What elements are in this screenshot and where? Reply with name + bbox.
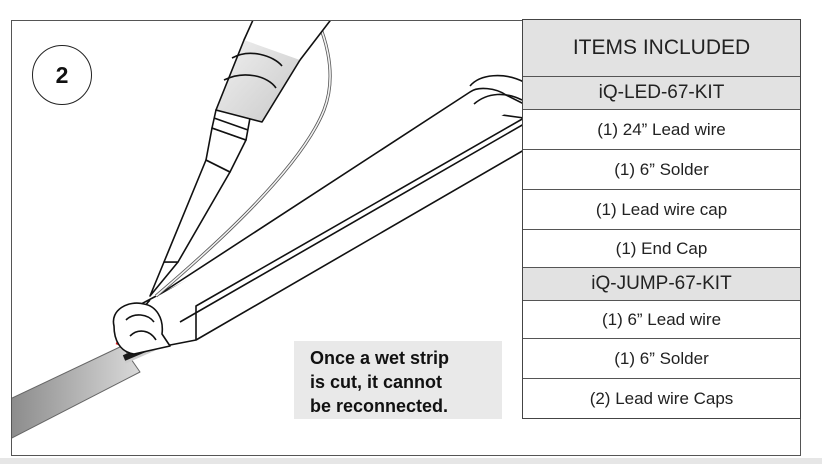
table-row: (1) 6” Lead wire — [523, 300, 800, 338]
soldering-iron — [149, 21, 331, 297]
lead-wire-cable — [12, 345, 141, 439]
table-row: (1) 6” Solder — [523, 338, 800, 378]
table-row: (1) End Cap — [523, 229, 800, 267]
strip-end — [112, 302, 171, 355]
table-title: ITEMS INCLUDED — [523, 20, 800, 76]
kit-name-jump-67: iQ-JUMP-67-KIT — [523, 267, 800, 300]
wet-strip-note: Once a wet strip is cut, it cannot be re… — [294, 341, 502, 419]
note-line: is cut, it cannot — [310, 372, 443, 392]
note-line: be reconnected. — [310, 396, 449, 416]
table-row: (1) Lead wire cap — [523, 189, 800, 229]
kit-name-led-67: iQ-LED-67-KIT — [523, 76, 800, 109]
step-number-badge: 2 — [32, 45, 92, 105]
note-line: Once a wet strip — [310, 348, 450, 368]
table-row: (1) 24” Lead wire — [523, 109, 800, 149]
items-included-table: ITEMS INCLUDED iQ-LED-67-KIT (1) 24” Lea… — [522, 19, 801, 419]
table-row: (1) 6” Solder — [523, 149, 800, 189]
bottom-strip — [0, 458, 822, 464]
table-row: (2) Lead wire Caps — [523, 378, 800, 418]
